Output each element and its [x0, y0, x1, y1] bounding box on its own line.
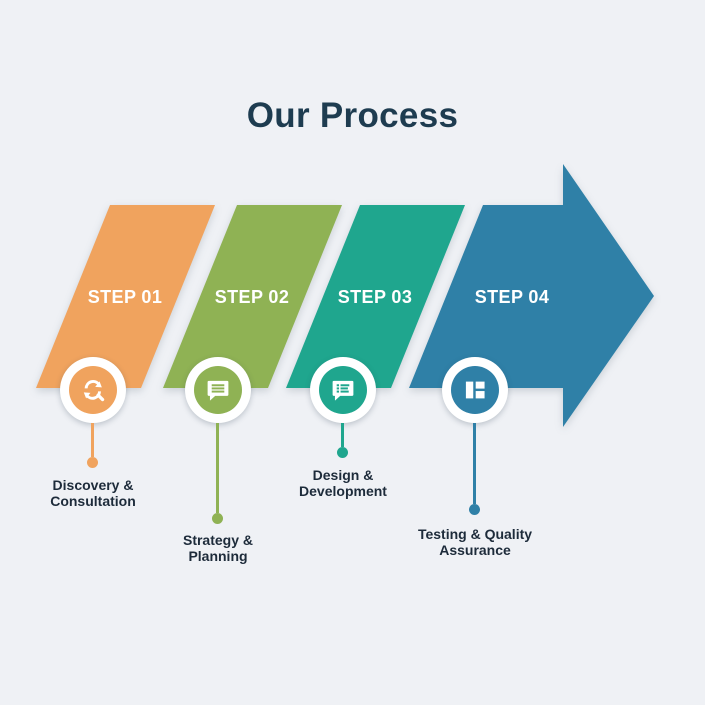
step-2-badge	[185, 357, 251, 423]
sync-search-icon	[83, 380, 105, 402]
step-1-connector-dot	[87, 457, 98, 468]
chat-list-icon	[332, 380, 354, 401]
step-2-caption: Strategy & Planning	[182, 532, 254, 564]
step-3-badge	[310, 357, 376, 423]
step-1-label: STEP 01	[87, 287, 163, 307]
step-4-badge	[442, 357, 508, 423]
layout-icon	[465, 381, 485, 399]
step-4-label: STEP 04	[474, 287, 550, 307]
step-1-shape	[36, 205, 215, 388]
chat-lines-icon	[207, 380, 229, 401]
step-4-connector-line	[473, 423, 476, 504]
step-4-caption: Testing & Quality Assurance	[417, 526, 533, 558]
page-title: Our Process	[246, 96, 459, 135]
step-3-connector-line	[341, 423, 344, 447]
step-1-caption: Discovery & Consultation	[50, 477, 136, 509]
step-4-connector-dot	[469, 504, 480, 515]
step-2-label: STEP 02	[214, 287, 290, 307]
step-2-shape	[163, 205, 342, 388]
step-3-caption: Design & Development	[299, 467, 387, 499]
step-3-shape	[286, 205, 465, 388]
step-1-connector-line	[91, 423, 94, 457]
step-1-badge	[60, 357, 126, 423]
step-2-connector-dot	[212, 513, 223, 524]
step-2-connector-line	[216, 423, 219, 513]
step-3-label: STEP 03	[337, 287, 413, 307]
step-3-connector-dot	[337, 447, 348, 458]
